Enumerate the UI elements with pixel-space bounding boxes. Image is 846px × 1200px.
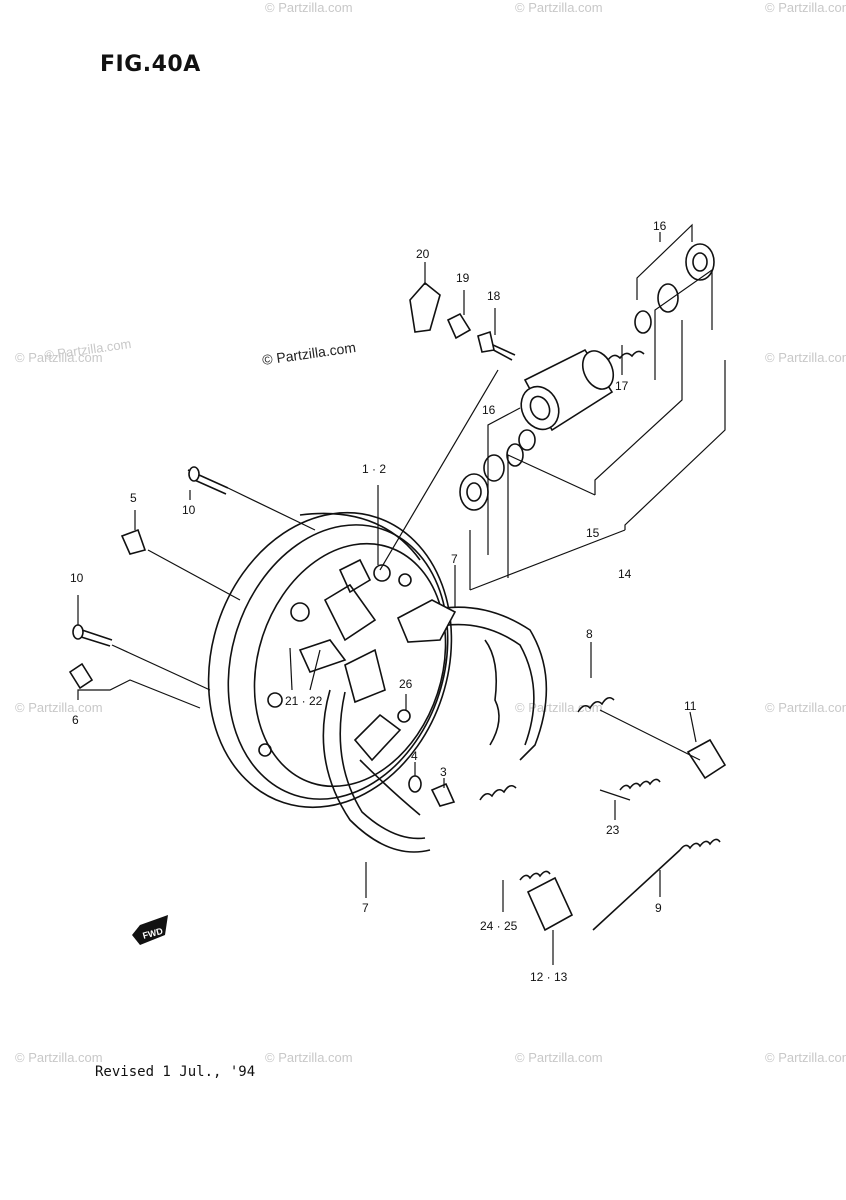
figure-title: FIG.40A: [100, 52, 201, 77]
brake-shoe-lower: [322, 648, 431, 853]
watermark: © Partzilla.com: [765, 0, 846, 15]
mounting-bolts: [68, 466, 229, 690]
callout-17: 17: [615, 379, 629, 393]
callout-14: 14: [618, 567, 632, 581]
callout-6: 6: [72, 713, 79, 727]
callout-20: 20: [416, 247, 430, 261]
callout-16-lower: 16: [482, 403, 496, 417]
callout-16-upper: 16: [653, 219, 667, 233]
watermark: © Partzilla.com: [515, 0, 603, 15]
watermark: © Partzilla.com: [515, 1050, 603, 1065]
watermark: © Partzilla.com: [265, 0, 353, 15]
piston-cup-set-upper: [607, 243, 715, 361]
callouts: 20 19 18 16 16 17 15 14 1 · 2 10 5 10 6 …: [70, 219, 697, 984]
watermark: © Partzilla.com: [515, 700, 603, 715]
watermark: © Partzilla.com: [265, 1050, 353, 1065]
piston-cup-set-lower: [459, 429, 536, 511]
watermark: © Partzilla.com: [15, 1050, 103, 1065]
callout-24-25: 24 · 25: [480, 919, 518, 933]
callout-10-lower: 10: [70, 571, 84, 585]
callout-23: 23: [606, 823, 620, 837]
callout-19: 19: [456, 271, 470, 285]
revision-note: Revised 1 Jul., '94: [95, 1064, 256, 1080]
brake-shoe-upper: [396, 599, 548, 761]
callout-11: 11: [684, 699, 697, 713]
callout-10-upper: 10: [182, 503, 196, 517]
callout-5: 5: [130, 491, 137, 505]
front-direction-badge: FWD: [132, 915, 168, 945]
callout-26: 26: [399, 677, 413, 691]
callout-8: 8: [586, 627, 593, 641]
watermark: © Partzilla.com: [15, 350, 103, 365]
watermark: © Partzilla.com: [765, 700, 846, 715]
bleeder-parts: [409, 281, 516, 361]
callout-3: 3: [440, 765, 447, 779]
callout-12-13: 12 · 13: [530, 970, 568, 984]
callout-7-lower: 7: [362, 901, 369, 915]
leader-lines: [77, 223, 726, 965]
watermark: © Partzilla.com: [765, 1050, 846, 1065]
callout-21-22: 21 · 22: [285, 694, 323, 708]
callout-9: 9: [655, 901, 662, 915]
callout-7-upper: 7: [451, 552, 458, 566]
small-fasteners: [397, 709, 456, 807]
brake-back-plate: [207, 511, 453, 809]
watermark: © Partzilla.com: [15, 700, 103, 715]
watermark: © Partzilla.com: [765, 350, 846, 365]
callout-18: 18: [487, 289, 501, 303]
watermark-main: © Partzilla.com: [261, 339, 357, 368]
wheel-cylinder: [520, 348, 615, 432]
callout-1-2: 1 · 2: [362, 462, 386, 476]
callout-15: 15: [586, 526, 600, 540]
shoe-clips: [526, 738, 727, 932]
return-springs: [479, 696, 721, 931]
callout-4: 4: [411, 749, 418, 763]
